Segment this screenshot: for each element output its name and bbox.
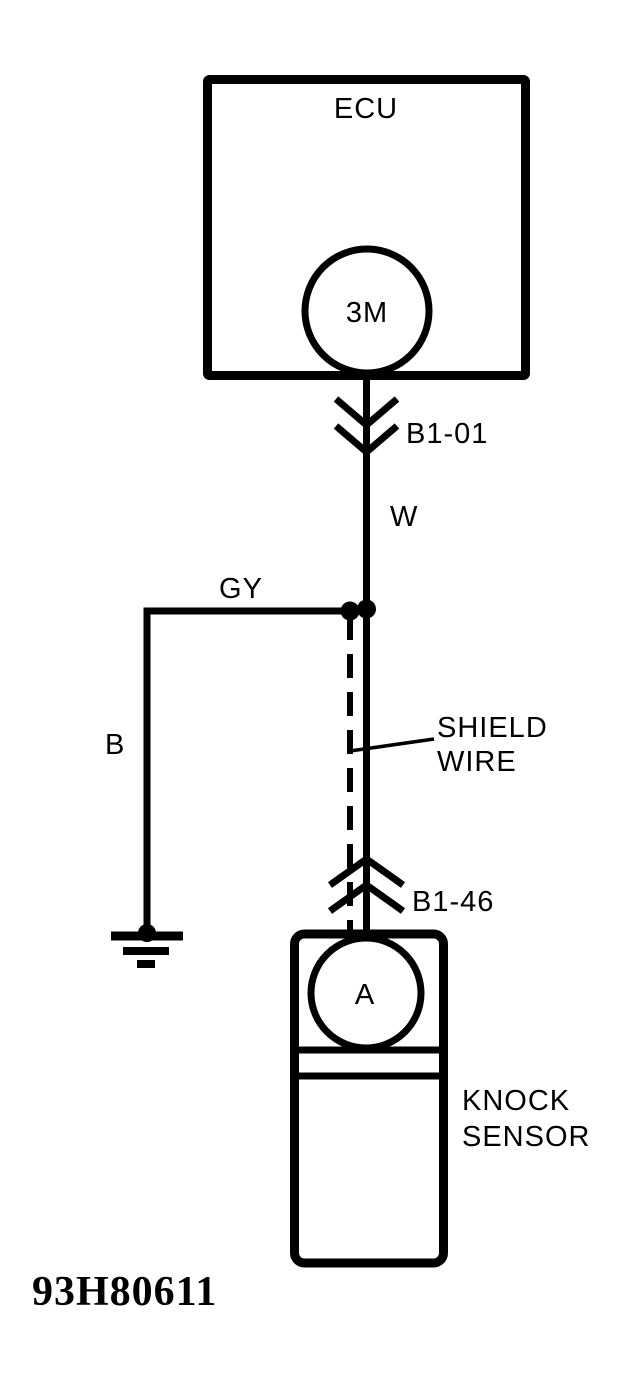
knock-sensor-label-line2: SENSOR: [462, 1121, 590, 1153]
shield-wire-label-line2: WIRE: [437, 746, 517, 778]
shield-leader-line: [349, 737, 435, 753]
ground-wire-color-label: B: [105, 729, 125, 761]
knock-sensor-terminal-label: A: [355, 979, 375, 1011]
top-connector-label: B1-01: [406, 418, 488, 450]
main-junction-dot: [357, 599, 376, 619]
ecu-label: ECU: [334, 93, 398, 125]
ecu-terminal-label: 3M: [346, 297, 388, 329]
ecu-terminal-circle: [301, 245, 433, 377]
shield-wire-label-line1: SHIELD: [437, 712, 548, 744]
branch-ground-wire: [143, 607, 366, 934]
knock-sensor-label-line1: KNOCK: [462, 1085, 570, 1117]
figure-code: 93H80611: [32, 1269, 217, 1315]
bottom-connector-chevrons-icon: [327, 854, 406, 914]
ground-symbol-icon: [111, 924, 183, 968]
shield-junction-dot: [340, 601, 360, 621]
knock-sensor-component: A KNOCK SENSOR: [290, 929, 590, 1268]
branch-wire-color-label: GY: [219, 573, 263, 605]
bottom-connector-label: B1-46: [412, 886, 494, 918]
main-wire-color-label: W: [390, 501, 418, 533]
top-connector-chevrons-icon: [333, 396, 400, 457]
knock-sensor-box: [290, 929, 448, 1268]
